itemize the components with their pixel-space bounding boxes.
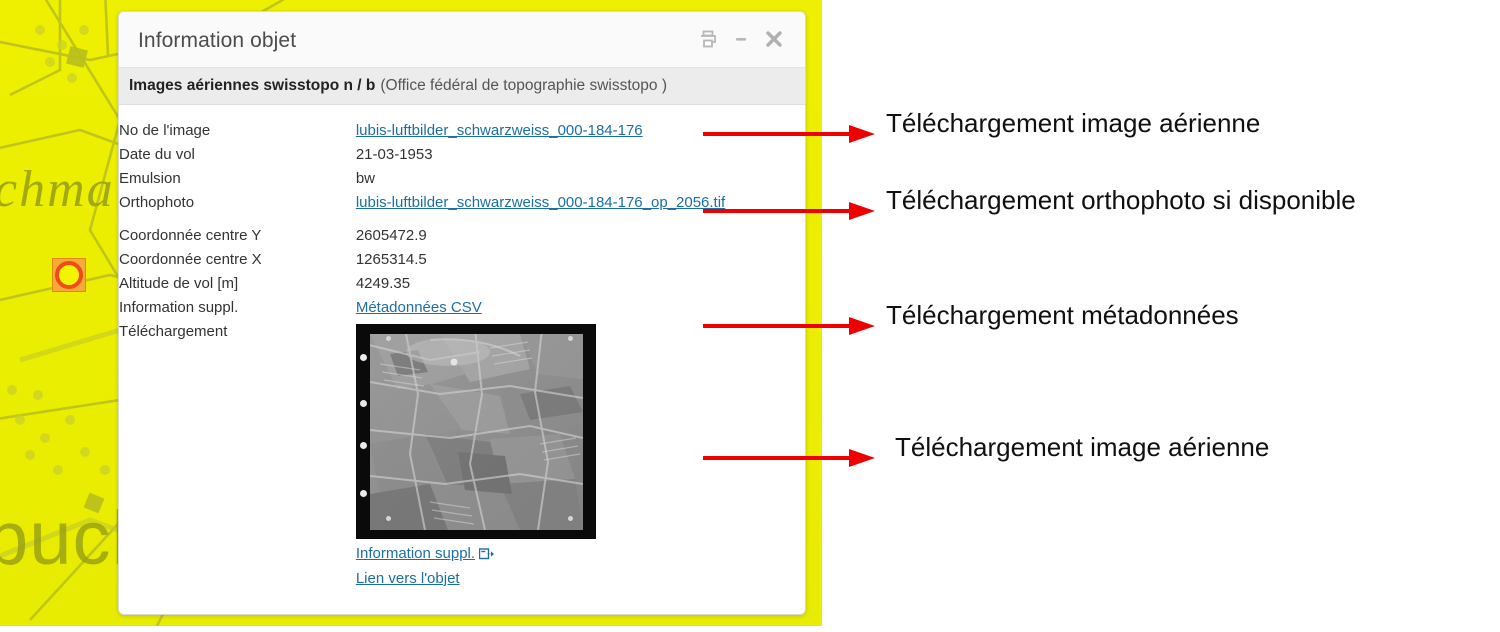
table-row: Coordonnée centre X 1265314.5 — [119, 248, 805, 272]
attr-value: bw — [355, 170, 376, 187]
thumbnail-container: Information suppl. Lien vers l'objet — [355, 320, 805, 591]
attr-label: Date du vol — [119, 146, 195, 163]
popup-titlebar: Information objet — [119, 12, 805, 68]
attr-value: 2605472.9 — [355, 227, 427, 244]
attr-value: lubis-luftbilder_schwarzweiss_000-184-17… — [356, 119, 805, 143]
table-row: Coordonnée centre Y 2605472.9 — [119, 224, 805, 248]
attr-value: Métadonnées CSV — [356, 296, 805, 320]
fiducial-mark — [385, 336, 391, 341]
information-suppl-link[interactable]: Information suppl. — [356, 543, 495, 567]
page-title: Information objet — [138, 29, 297, 52]
annotation-arrow — [703, 316, 875, 336]
table-row: No de l'image lubis-luftbilder_schwarzwe… — [119, 119, 805, 143]
fiducial-mark — [359, 442, 367, 449]
attr-label: Emulsion — [119, 170, 181, 187]
object-link[interactable]: Lien vers l'objet — [355, 570, 460, 587]
attribute-table: No de l'image lubis-luftbilder_schwarzwe… — [119, 119, 805, 591]
window-controls — [695, 26, 787, 52]
fiducial-mark — [567, 336, 573, 341]
annotation-label: Téléchargement métadonnées — [886, 300, 1239, 330]
aerial-photo-image — [369, 334, 583, 530]
attribute-panel: No de l'image lubis-luftbilder_schwarzwe… — [119, 105, 805, 613]
image-id-link[interactable]: lubis-luftbilder_schwarzweiss_000-184-17… — [355, 122, 643, 139]
fiducial-mark — [567, 516, 573, 521]
attr-value: 1265314.5 — [355, 251, 427, 268]
attr-value: lubis-luftbilder_schwarzweiss_000-184-17… — [356, 191, 805, 215]
metadata-csv-link[interactable]: Métadonnées CSV — [355, 299, 482, 316]
object-information-popup: Information objet — [118, 11, 806, 615]
annotation-arrow — [703, 201, 875, 221]
table-row: Téléchargement — [119, 320, 805, 591]
thumbnail-links: Information suppl. Lien vers l'objet — [356, 539, 805, 591]
attr-label: Orthophoto — [119, 194, 195, 211]
table-row: Information suppl. Métadonnées CSV — [119, 296, 805, 320]
fiducial-mark — [359, 490, 367, 497]
attr-label: Coordonnée centre X — [119, 251, 262, 268]
orthophoto-link[interactable]: lubis-luftbilder_schwarzweiss_000-184-17… — [355, 194, 726, 211]
fiducial-mark — [359, 400, 367, 407]
fiducial-mark — [385, 516, 391, 521]
print-icon[interactable] — [695, 26, 721, 52]
attr-label: Téléchargement — [119, 323, 228, 340]
marker-ring — [55, 261, 83, 289]
layer-subheader: Images aériennes swisstopo n / b (Office… — [119, 68, 805, 105]
fiducial-mark — [359, 354, 367, 361]
table-row: Altitude de vol [m] 4249.35 — [119, 272, 805, 296]
attr-value: 4249.35 — [355, 275, 411, 292]
layer-name: Images aériennes swisstopo n / b — [129, 77, 376, 94]
attr-label: Coordonnée centre Y — [119, 227, 262, 244]
thumbnail-link-row: Lien vers l'objet — [356, 567, 805, 591]
annotation-label: Téléchargement orthophoto si disponible — [886, 185, 1356, 215]
table-row: Date du vol 21-03-1953 — [119, 143, 805, 167]
aerial-photo-thumbnail[interactable] — [355, 324, 596, 539]
annotation-label: Téléchargement image aérienne — [886, 108, 1261, 138]
attr-label: Altitude de vol [m] — [119, 275, 239, 292]
external-link-icon — [478, 545, 495, 567]
annotation-label: Téléchargement image aérienne — [895, 432, 1270, 462]
minimize-icon[interactable] — [728, 26, 754, 52]
annotation-arrow — [703, 124, 875, 144]
attr-label: No de l'image — [119, 122, 211, 139]
layer-owner: (Office fédéral de topographie swisstopo… — [380, 77, 667, 94]
close-icon[interactable] — [761, 26, 787, 52]
table-row: Emulsion bw — [119, 167, 805, 191]
table-row: Orthophoto lubis-luftbilder_schwarzweiss… — [119, 191, 805, 215]
attr-value: 21-03-1953 — [355, 146, 433, 163]
annotation-arrow — [703, 448, 875, 468]
attr-value: Information suppl. Lien vers l'objet — [355, 320, 805, 591]
attr-label: Information suppl. — [119, 299, 239, 316]
selected-feature-marker[interactable] — [52, 258, 86, 292]
